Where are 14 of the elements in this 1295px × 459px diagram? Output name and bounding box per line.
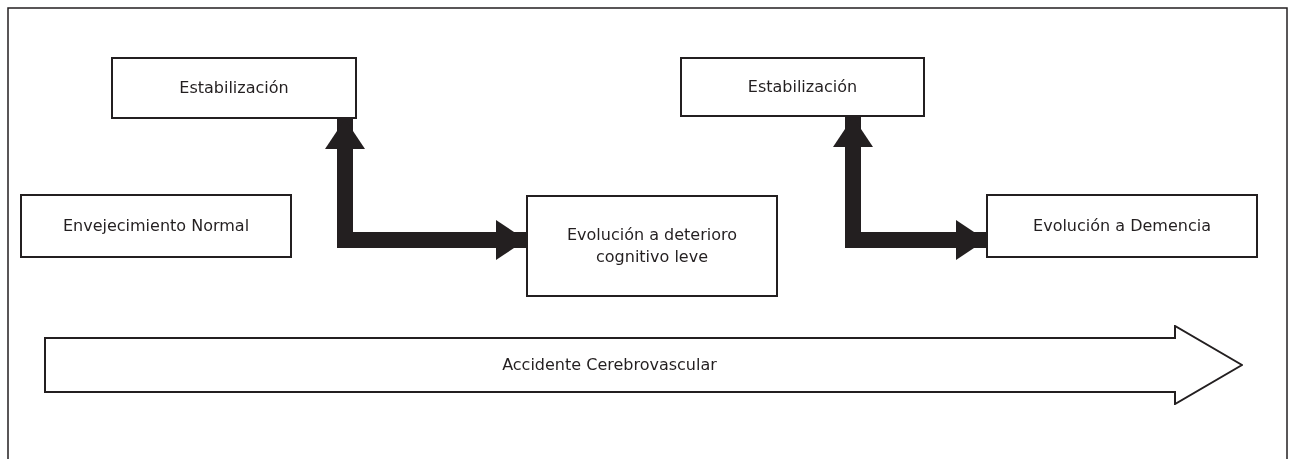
stage-box <box>526 195 778 297</box>
bent-arrow <box>833 117 986 260</box>
stage-box <box>680 57 925 117</box>
stage-box <box>986 194 1258 258</box>
stage-label: Estabilización <box>178 77 290 99</box>
stage-box <box>111 57 357 119</box>
stage-label: Evolución a deterioro cognitivo leve <box>565 224 738 268</box>
stage-label: Evolución a Demencia <box>1032 215 1212 237</box>
bent-arrow <box>325 119 526 260</box>
stage-label: Accidente Cerebrovascular <box>501 354 718 376</box>
stage-box <box>20 194 292 258</box>
block-arrow <box>44 325 1243 405</box>
stage-label: Estabilización <box>746 76 859 98</box>
stage-label: Envejecimiento Normal <box>61 215 251 237</box>
